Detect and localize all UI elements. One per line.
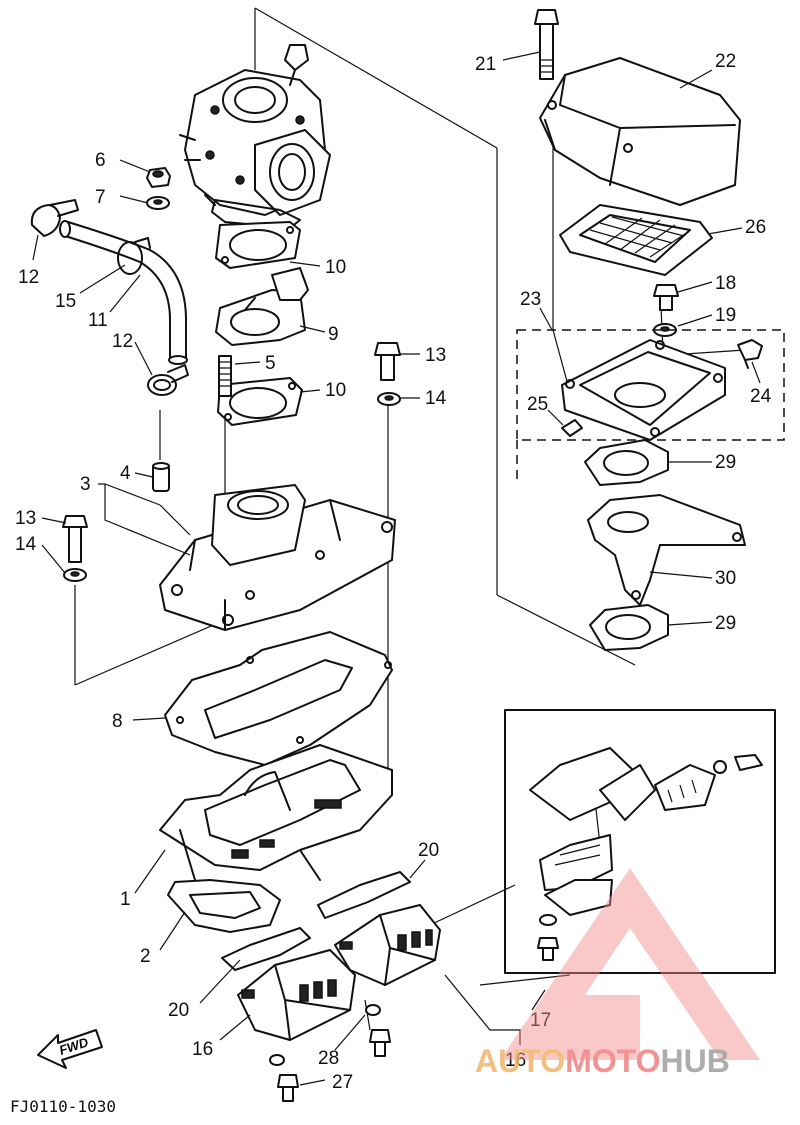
label-part-2: 2 — [140, 946, 151, 967]
label-part-12: 12 — [18, 267, 39, 288]
label-part-14: 14 — [15, 534, 37, 555]
label-part-19: 19 — [715, 305, 736, 326]
label-part-15: 15 — [55, 291, 76, 312]
gasket-20-right — [317, 871, 411, 919]
automotohub-watermark: AUTOMOTOHUB — [475, 868, 760, 1079]
stud-5 — [218, 355, 232, 397]
label-part-29: 29 — [715, 613, 736, 634]
washer-7 — [146, 196, 170, 210]
label-part-16: 16 — [192, 1039, 213, 1060]
label-part-20: 20 — [418, 840, 439, 861]
gasket-10-lower — [217, 377, 303, 426]
label-part-5: 5 — [265, 353, 276, 374]
screw-25 — [561, 419, 583, 437]
bracket-9 — [215, 267, 309, 346]
gasket-29-upper — [584, 439, 669, 486]
air-box-base-23 — [516, 329, 785, 485]
label-part-3: 3 — [80, 474, 91, 495]
label-part-27: 27 — [332, 1072, 353, 1093]
bolt-18 — [653, 284, 679, 311]
gasket-8 — [164, 631, 393, 766]
hose-clamp-12-lower — [147, 364, 189, 396]
label-part-25: 25 — [527, 394, 548, 415]
leader-lines — [32, 51, 761, 1086]
label-part-1: 1 — [120, 889, 131, 910]
watermark-auto: AUTO — [475, 1043, 565, 1079]
intake-manifold-3 — [159, 484, 396, 631]
nut-6 — [146, 167, 171, 188]
carburetor — [179, 44, 331, 229]
label-part-30: 30 — [715, 568, 736, 589]
label-part-12: 12 — [112, 331, 133, 352]
diagram-code: FJ0110-1030 — [10, 1097, 116, 1116]
hose-clamp-12-upper — [30, 199, 79, 237]
gasket-2 — [167, 879, 281, 933]
screw-27 — [277, 1029, 391, 1102]
label-part-7: 7 — [95, 187, 106, 208]
hose-clamp-15 — [117, 237, 151, 275]
forward-direction-arrow: FWD — [37, 1029, 103, 1069]
watermark-hub: HUB — [660, 1043, 729, 1079]
reed-valve-detail-inset — [504, 709, 776, 974]
label-part-11: 11 — [88, 310, 108, 331]
reed-valve-housing-1 — [159, 744, 393, 921]
gasket-20-left — [221, 927, 311, 971]
fitting-24 — [737, 339, 763, 369]
assembly-guide-lines — [74, 7, 746, 1031]
reed-valve-block-16-right — [334, 904, 441, 986]
watermark-moto: MOTO — [565, 1043, 660, 1079]
bolt-21 — [534, 9, 559, 80]
air-box-cover-22 — [539, 57, 741, 206]
bolt-13-left — [62, 515, 88, 563]
bolt-13-right — [374, 342, 401, 381]
label-part-18: 18 — [715, 273, 736, 294]
label-part-10: 10 — [325, 257, 346, 278]
label-part-21: 21 — [475, 54, 496, 75]
bracket-30 — [587, 494, 746, 606]
label-part-26: 26 — [745, 217, 766, 238]
label-part-8: 8 — [112, 711, 123, 732]
watermark-logo-icon — [500, 868, 760, 1060]
washer-14-left — [63, 568, 87, 582]
label-part-13: 13 — [15, 508, 36, 529]
label-part-22: 22 — [715, 51, 736, 72]
label-part-23: 23 — [520, 289, 541, 310]
svg-text:AUTOMOTOHUB: AUTOMOTOHUB — [475, 1043, 730, 1079]
label-part-6: 6 — [95, 150, 106, 171]
washer-14-right — [377, 392, 401, 406]
washer-28 — [269, 1004, 381, 1066]
label-part-10: 10 — [325, 380, 346, 401]
part-number-labels: 6 7 12 15 11 12 10 9 5 10 13 14 4 3 13 1… — [15, 51, 772, 1093]
label-part-24: 24 — [750, 386, 772, 407]
label-part-16: 16 — [505, 1050, 526, 1071]
gasket-10-upper — [215, 221, 301, 269]
fitting-4 — [152, 462, 170, 492]
label-part-14: 14 — [425, 388, 447, 409]
reed-valve-block-16-left — [237, 949, 356, 1041]
filter-element-26 — [559, 204, 713, 276]
fuel-hose-11 — [59, 220, 188, 365]
label-part-20: 20 — [168, 1000, 189, 1021]
label-part-17: 17 — [530, 1010, 551, 1031]
label-part-28: 28 — [318, 1048, 339, 1069]
label-part-4: 4 — [120, 463, 131, 484]
label-part-9: 9 — [328, 324, 339, 345]
label-part-13: 13 — [425, 345, 446, 366]
label-part-29: 29 — [715, 452, 736, 473]
gasket-29-lower — [589, 604, 669, 651]
